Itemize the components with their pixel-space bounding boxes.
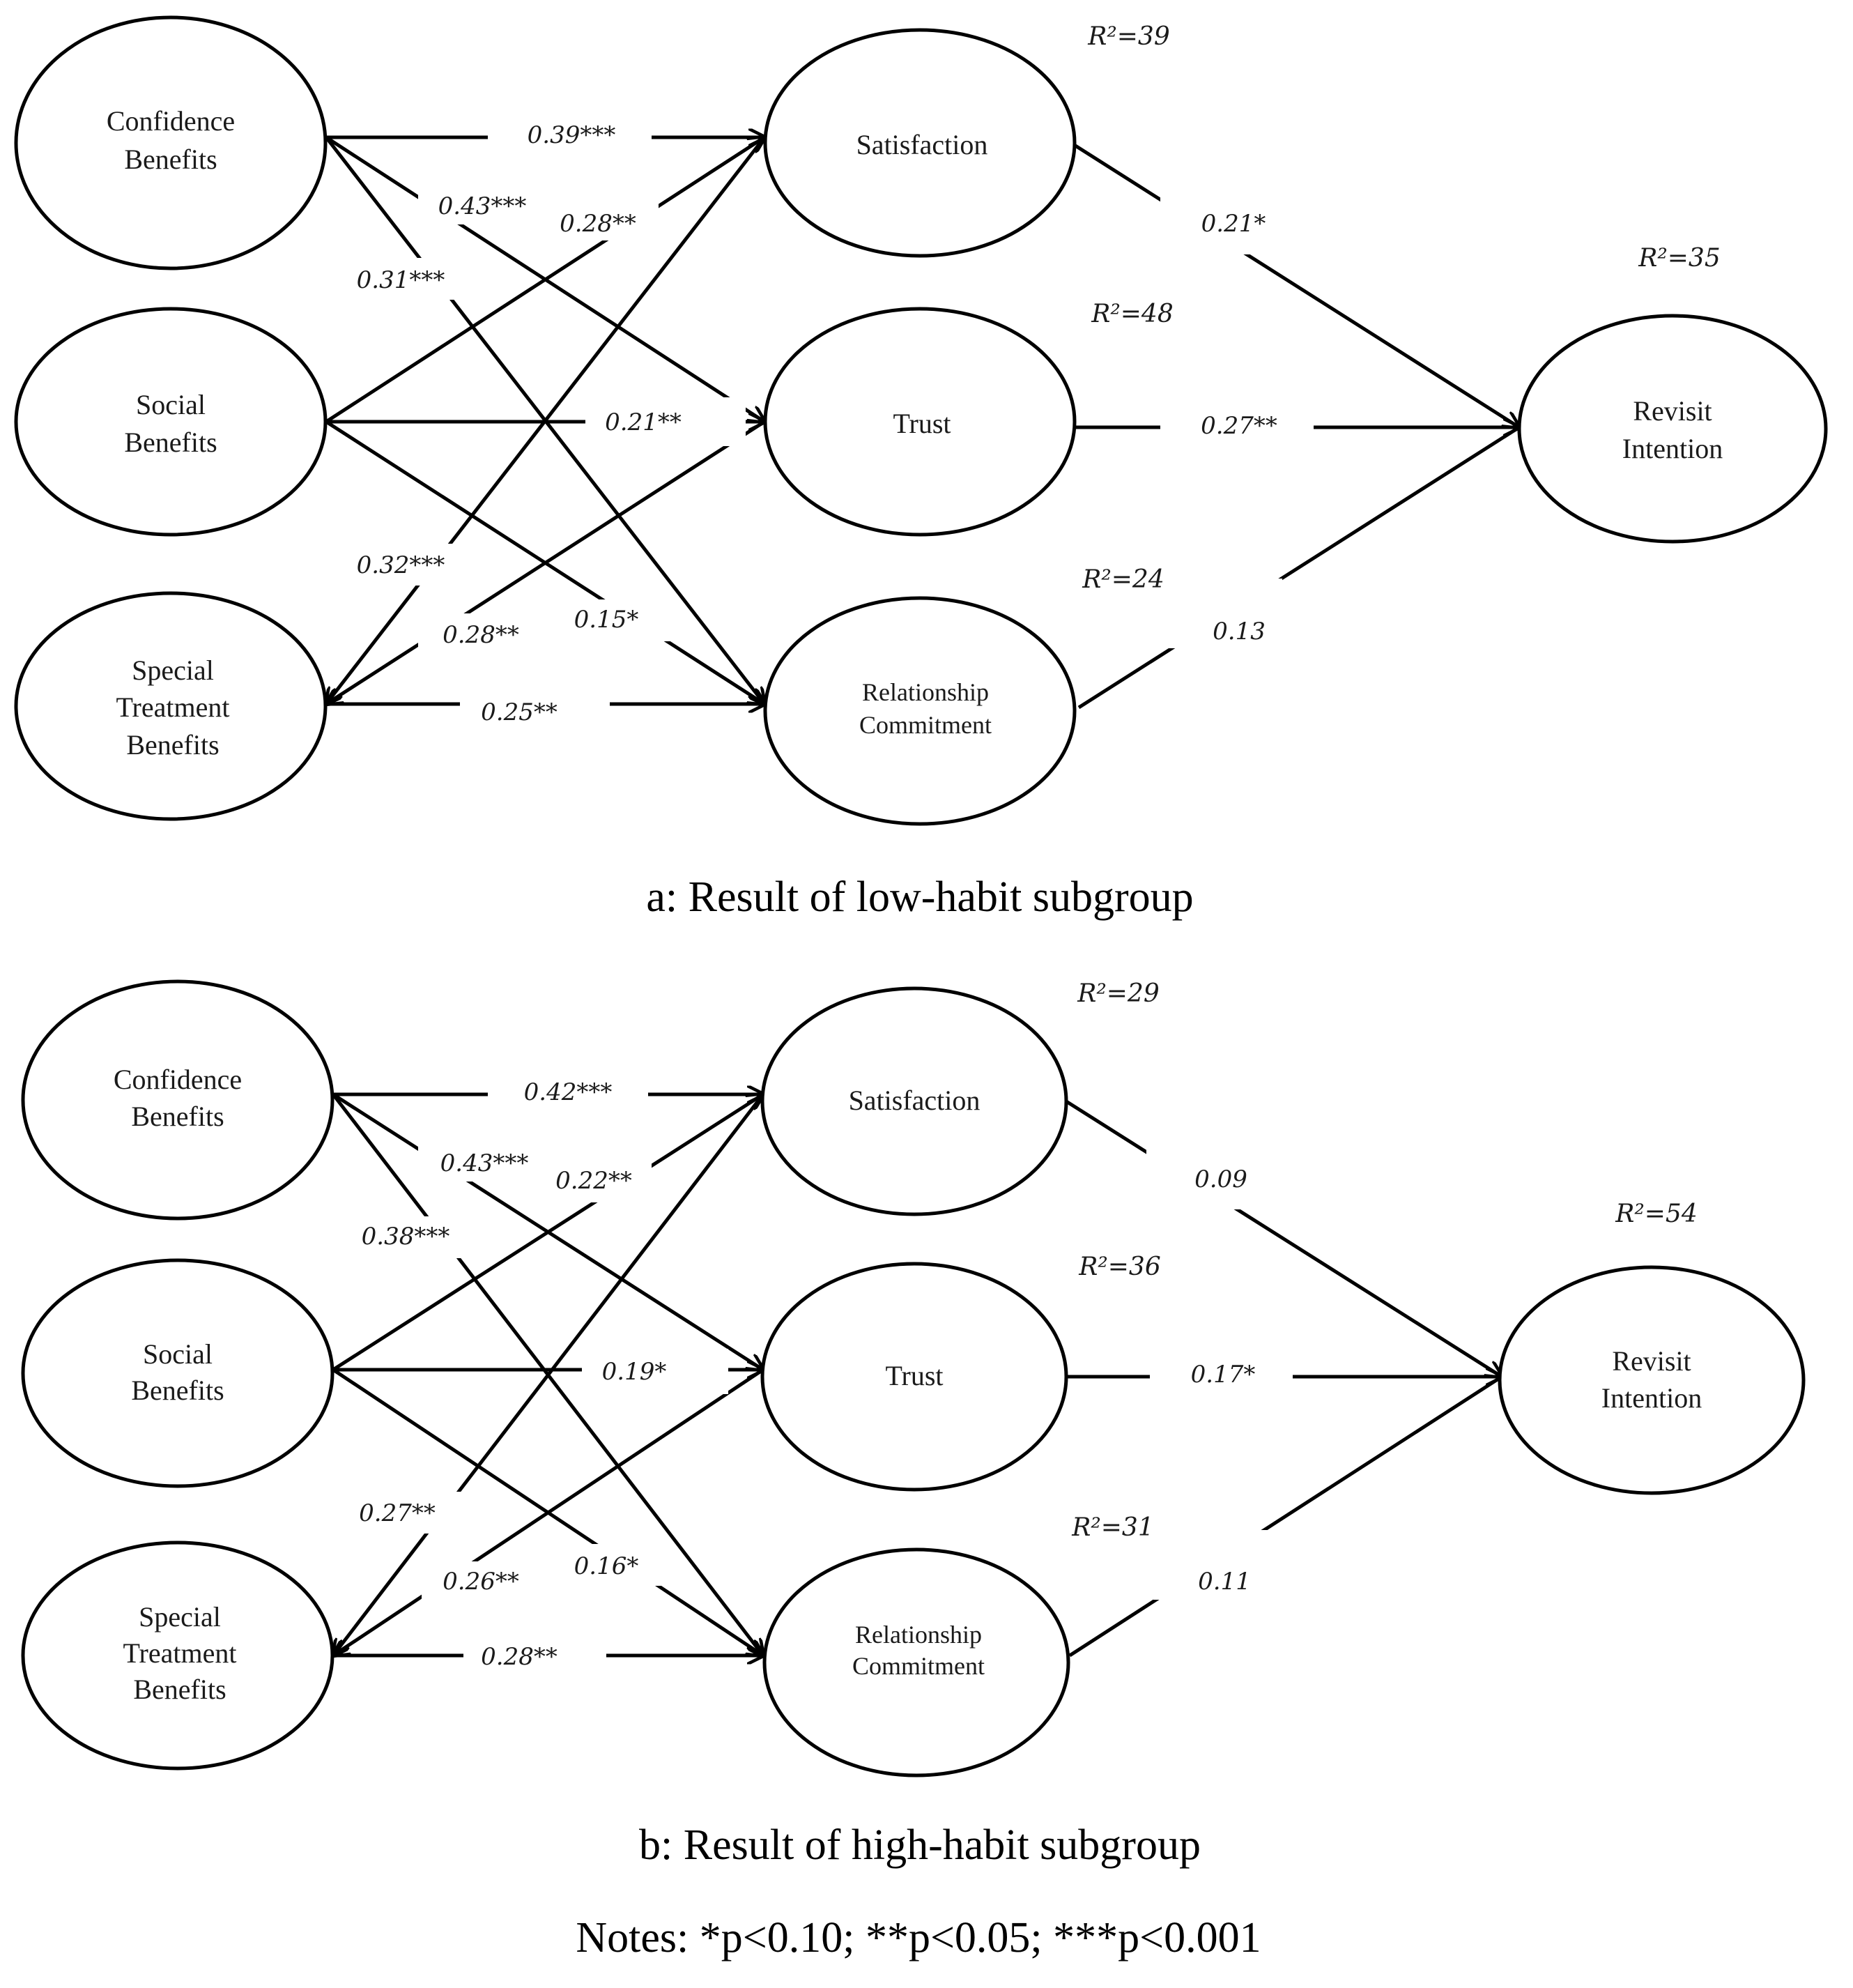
edge-b-soc-sat [332,1094,763,1372]
node-b-revisit-line2: Intention [1601,1382,1702,1414]
r2-a-trust: R²=48 [1091,300,1174,328]
node-a-confidence-benefits [14,15,328,270]
coef-b-soc-trust: 0.19* [602,1358,667,1386]
edge-a-spec-trust [326,420,766,704]
coef-b-spec-trust: 0.26** [443,1568,519,1596]
coef-b-conf-commit: 0.38*** [362,1223,450,1251]
coef-b-soc-sat: 0.22** [555,1167,632,1195]
node-b-relationship-commitment [762,1547,1070,1777]
node-a-social-line2: Benefits [124,427,217,458]
node-a-trust [763,307,1077,537]
r2-b-revisit: R²=54 [1615,1200,1698,1228]
coef-b-soc-commit: 0.16* [574,1552,639,1580]
r2-b-satisfaction: R²=29 [1077,979,1160,1008]
coef-a-sat-rev: 0.21* [1201,210,1266,238]
coef-a-soc-sat: 0.28** [560,210,636,238]
node-a-special-line2: Treatment [116,691,230,723]
node-a-commitment-line1: Relationship [862,678,989,706]
r2-b-trust: R²=36 [1078,1253,1161,1281]
r2-b-commitment: R²=31 [1071,1513,1154,1542]
node-b-satisfaction [760,986,1068,1216]
panel-b: Confidence Benefits Social Benefits Spec… [21,979,1806,1869]
edge-a-soc-sat [325,137,764,424]
coef-a-conf-trust: 0.43*** [438,192,527,220]
significance-notes: Notes: *p<0.10; **p<0.05; ***p<0.001 [576,1914,1261,1962]
node-b-special-treatment-benefits [21,1540,335,1771]
coef-a-commit-rev: 0.13 [1213,618,1266,645]
edge-b-spec-trust [333,1368,764,1656]
node-a-satisfaction-label: Satisfaction [856,129,988,160]
node-b-social-line2: Benefits [131,1375,224,1406]
node-a-revisit-intention [1517,314,1828,544]
edge-b-commit-rev [1068,1375,1503,1658]
r2-a-revisit: R²=35 [1638,244,1721,273]
node-b-special-line3: Benefits [133,1674,226,1705]
coef-a-conf-sat: 0.39*** [528,121,616,149]
node-a-social-line1: Social [136,389,206,420]
node-a-confidence-line1: Confidence [107,105,235,137]
node-b-confidence-benefits [21,979,335,1221]
r2-a-commitment: R²=24 [1082,565,1164,594]
node-b-special-line2: Treatment [123,1637,237,1669]
edge-a-commit-rev [1077,425,1521,710]
node-b-confidence-line1: Confidence [114,1064,242,1095]
coef-a-trust-rev: 0.27** [1201,412,1277,440]
node-b-revisit-intention [1498,1265,1806,1495]
edge-b-sat-rev [1065,1099,1502,1377]
coef-a-soc-commit: 0.15* [574,606,639,634]
node-b-commitment-line2: Commitment [852,1652,985,1680]
node-b-revisit-line1: Revisit [1612,1345,1691,1377]
coef-a-soc-trust: 0.21** [605,408,682,436]
node-a-confidence-line2: Benefits [124,144,217,175]
coef-a-conf-commit: 0.31*** [357,266,445,294]
coef-b-commit-rev: 0.11 [1198,1568,1251,1596]
node-b-satisfaction-label: Satisfaction [849,1085,981,1116]
node-a-special-line3: Benefits [126,729,219,760]
r2-a-satisfaction: R²=39 [1087,22,1170,51]
coef-b-trust-rev: 0.17* [1191,1361,1256,1389]
coef-b-sat-rev: 0.09 [1194,1165,1247,1193]
node-a-special-treatment-benefits [14,591,328,821]
node-a-revisit-line2: Intention [1622,433,1723,464]
coef-b-conf-sat: 0.42*** [524,1078,613,1106]
node-a-trust-label: Trust [893,408,951,439]
coef-a-spec-sat: 0.32*** [357,551,445,579]
node-a-revisit-line1: Revisit [1633,395,1712,427]
panel-a: Confidence Benefits Social Benefits Spec… [14,15,1828,921]
caption-a: a: Result of low-habit subgroup [646,873,1193,921]
coef-a-spec-commit: 0.25** [481,698,558,726]
edge-a-spec-sat [326,136,766,704]
coef-b-conf-trust: 0.43*** [440,1149,529,1177]
node-a-relationship-commitment [763,596,1077,826]
edge-a-sat-rev [1072,142,1519,427]
node-a-commitment-line2: Commitment [859,711,992,739]
node-b-confidence-line2: Benefits [131,1101,224,1132]
node-b-commitment-line1: Relationship [855,1621,982,1649]
node-b-social-benefits [21,1258,335,1488]
coef-b-spec-sat: 0.27** [359,1499,436,1527]
caption-b: b: Result of high-habit subgroup [639,1821,1201,1869]
node-b-special-line1: Special [139,1601,221,1633]
node-a-social-benefits [14,307,328,537]
edge-b-spec-sat [333,1093,764,1656]
node-b-social-line1: Social [143,1338,213,1370]
node-b-trust [760,1262,1068,1492]
node-b-trust-label: Trust [885,1360,943,1391]
coef-a-spec-trust: 0.28** [443,621,519,649]
coef-b-spec-commit: 0.28** [481,1643,558,1671]
node-a-satisfaction [763,28,1077,258]
node-a-special-line1: Special [132,655,214,686]
